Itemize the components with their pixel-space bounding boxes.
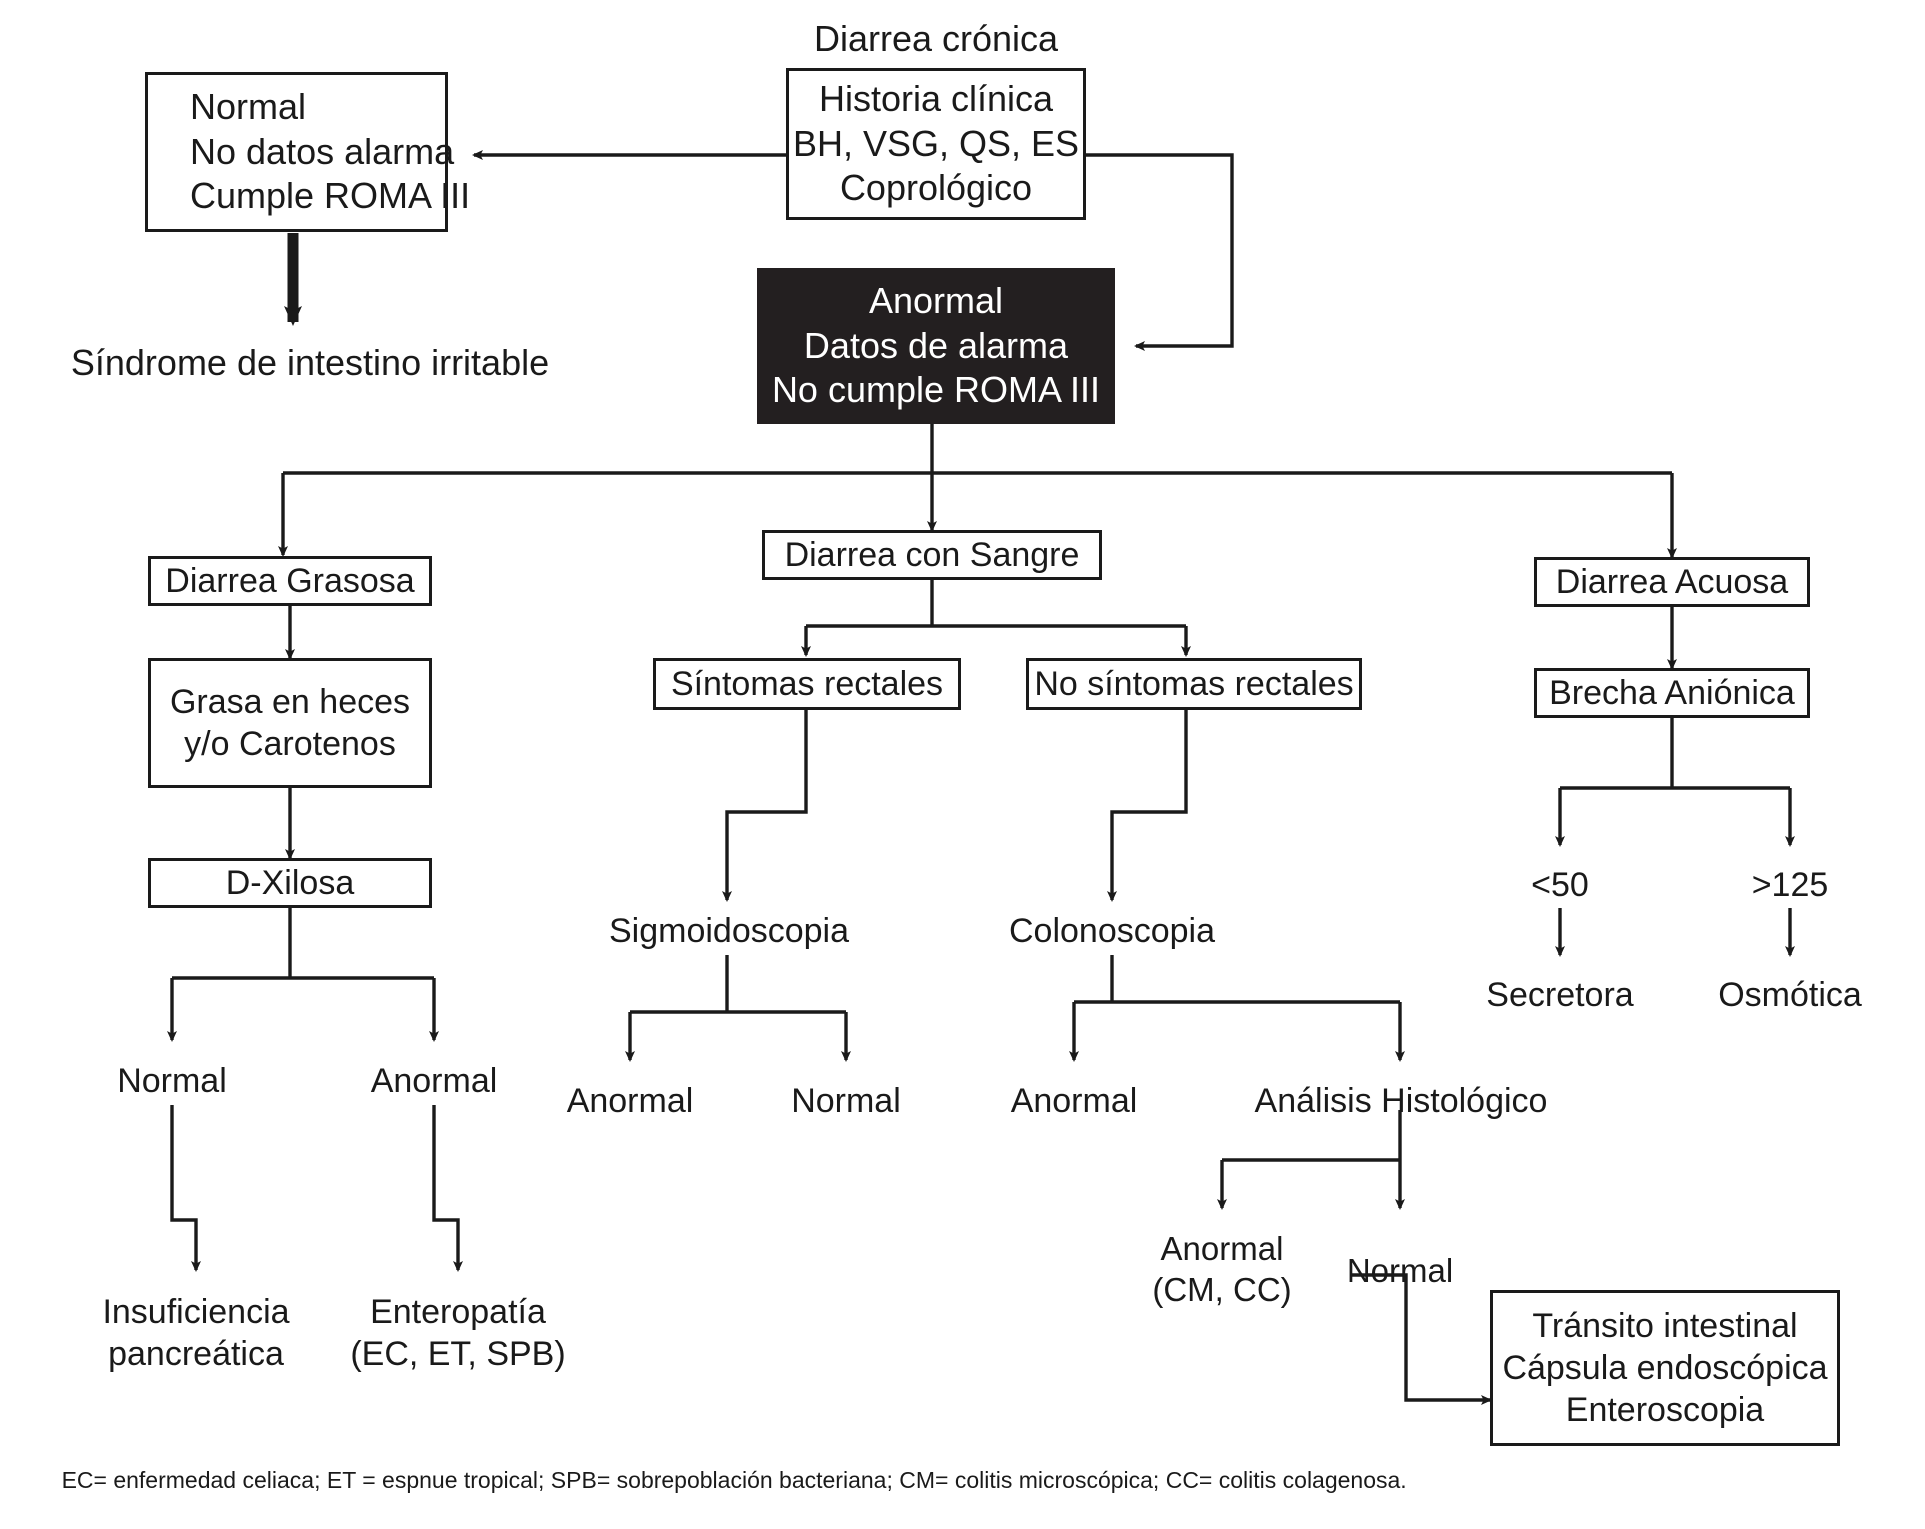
node-sigmoidoscopia-anormal: Anormal <box>566 1081 694 1120</box>
node-sindrome-intestino-irritable: Síndrome de intestino irritable <box>70 341 550 383</box>
node-dxilosa-anormal: Anormal <box>370 1061 498 1100</box>
node-analisis-histologico: Análisis Histológico <box>1254 1081 1548 1120</box>
node-enteropatia: Enteropatía (EC, ET, SPB) <box>350 1292 566 1373</box>
node-histologico-normal: Normal <box>1346 1251 1454 1289</box>
node-sigmoidoscopia-normal: Normal <box>791 1081 901 1120</box>
node-histologico-anormal: Anormal (CM, CC) <box>1152 1230 1292 1308</box>
node-diarrea-con-sangre[interactable]: Diarrea con Sangre <box>762 530 1102 580</box>
node-dxilosa-normal: Normal <box>117 1061 227 1100</box>
edge-sintomas-sigmoido <box>722 710 808 902</box>
edge-normal-insuficiencia <box>170 1105 201 1272</box>
node-brecha-anionica[interactable]: Brecha Aniónica <box>1534 668 1810 718</box>
edge-anormal-enteropatia <box>432 1105 463 1272</box>
node-normal-roma[interactable]: Normal No datos alarma Cumple ROMA III <box>145 72 470 232</box>
edge-nosintomas-colono <box>1107 710 1188 902</box>
node-d-xilosa[interactable]: D-Xilosa <box>148 858 432 908</box>
node-grasa-en-heces[interactable]: Grasa en heces y/o Carotenos <box>148 658 432 788</box>
node-diarrea-acuosa[interactable]: Diarrea Acuosa <box>1534 557 1810 607</box>
root-label: Diarrea crónica <box>813 17 1059 59</box>
node-transito-intestinal[interactable]: Tránsito intestinal Cápsula endoscópica … <box>1490 1290 1840 1446</box>
node-anormal-alarma[interactable]: Anormal Datos de alarma No cumple ROMA I… <box>757 268 1115 424</box>
node-sintomas-rectales[interactable]: Síntomas rectales <box>653 658 961 710</box>
node-osmotica: Osmótica <box>1718 975 1862 1014</box>
node-secretora: Secretora <box>1486 975 1634 1014</box>
node-no-sintomas-rectales[interactable]: No síntomas rectales <box>1026 658 1362 710</box>
node-brecha-lt50: <50 <box>1531 865 1589 904</box>
node-historia-clinica[interactable]: Historia clínica BH, VSG, QS, ES Coproló… <box>786 68 1086 220</box>
node-sigmoidoscopia: Sigmoidoscopia <box>608 911 850 950</box>
node-brecha-gt125: >125 <box>1751 865 1829 904</box>
node-colonoscopia-anormal: Anormal <box>1010 1081 1138 1120</box>
node-diarrea-grasosa[interactable]: Diarrea Grasosa <box>148 556 432 606</box>
footnote-abbreviations: EC= enfermedad celiaca; ET = espnue trop… <box>61 1467 1407 1493</box>
node-colonoscopia: Colonoscopia <box>1008 911 1216 950</box>
node-insuficiencia-pancreatica: Insuficiencia pancreática <box>102 1292 290 1373</box>
